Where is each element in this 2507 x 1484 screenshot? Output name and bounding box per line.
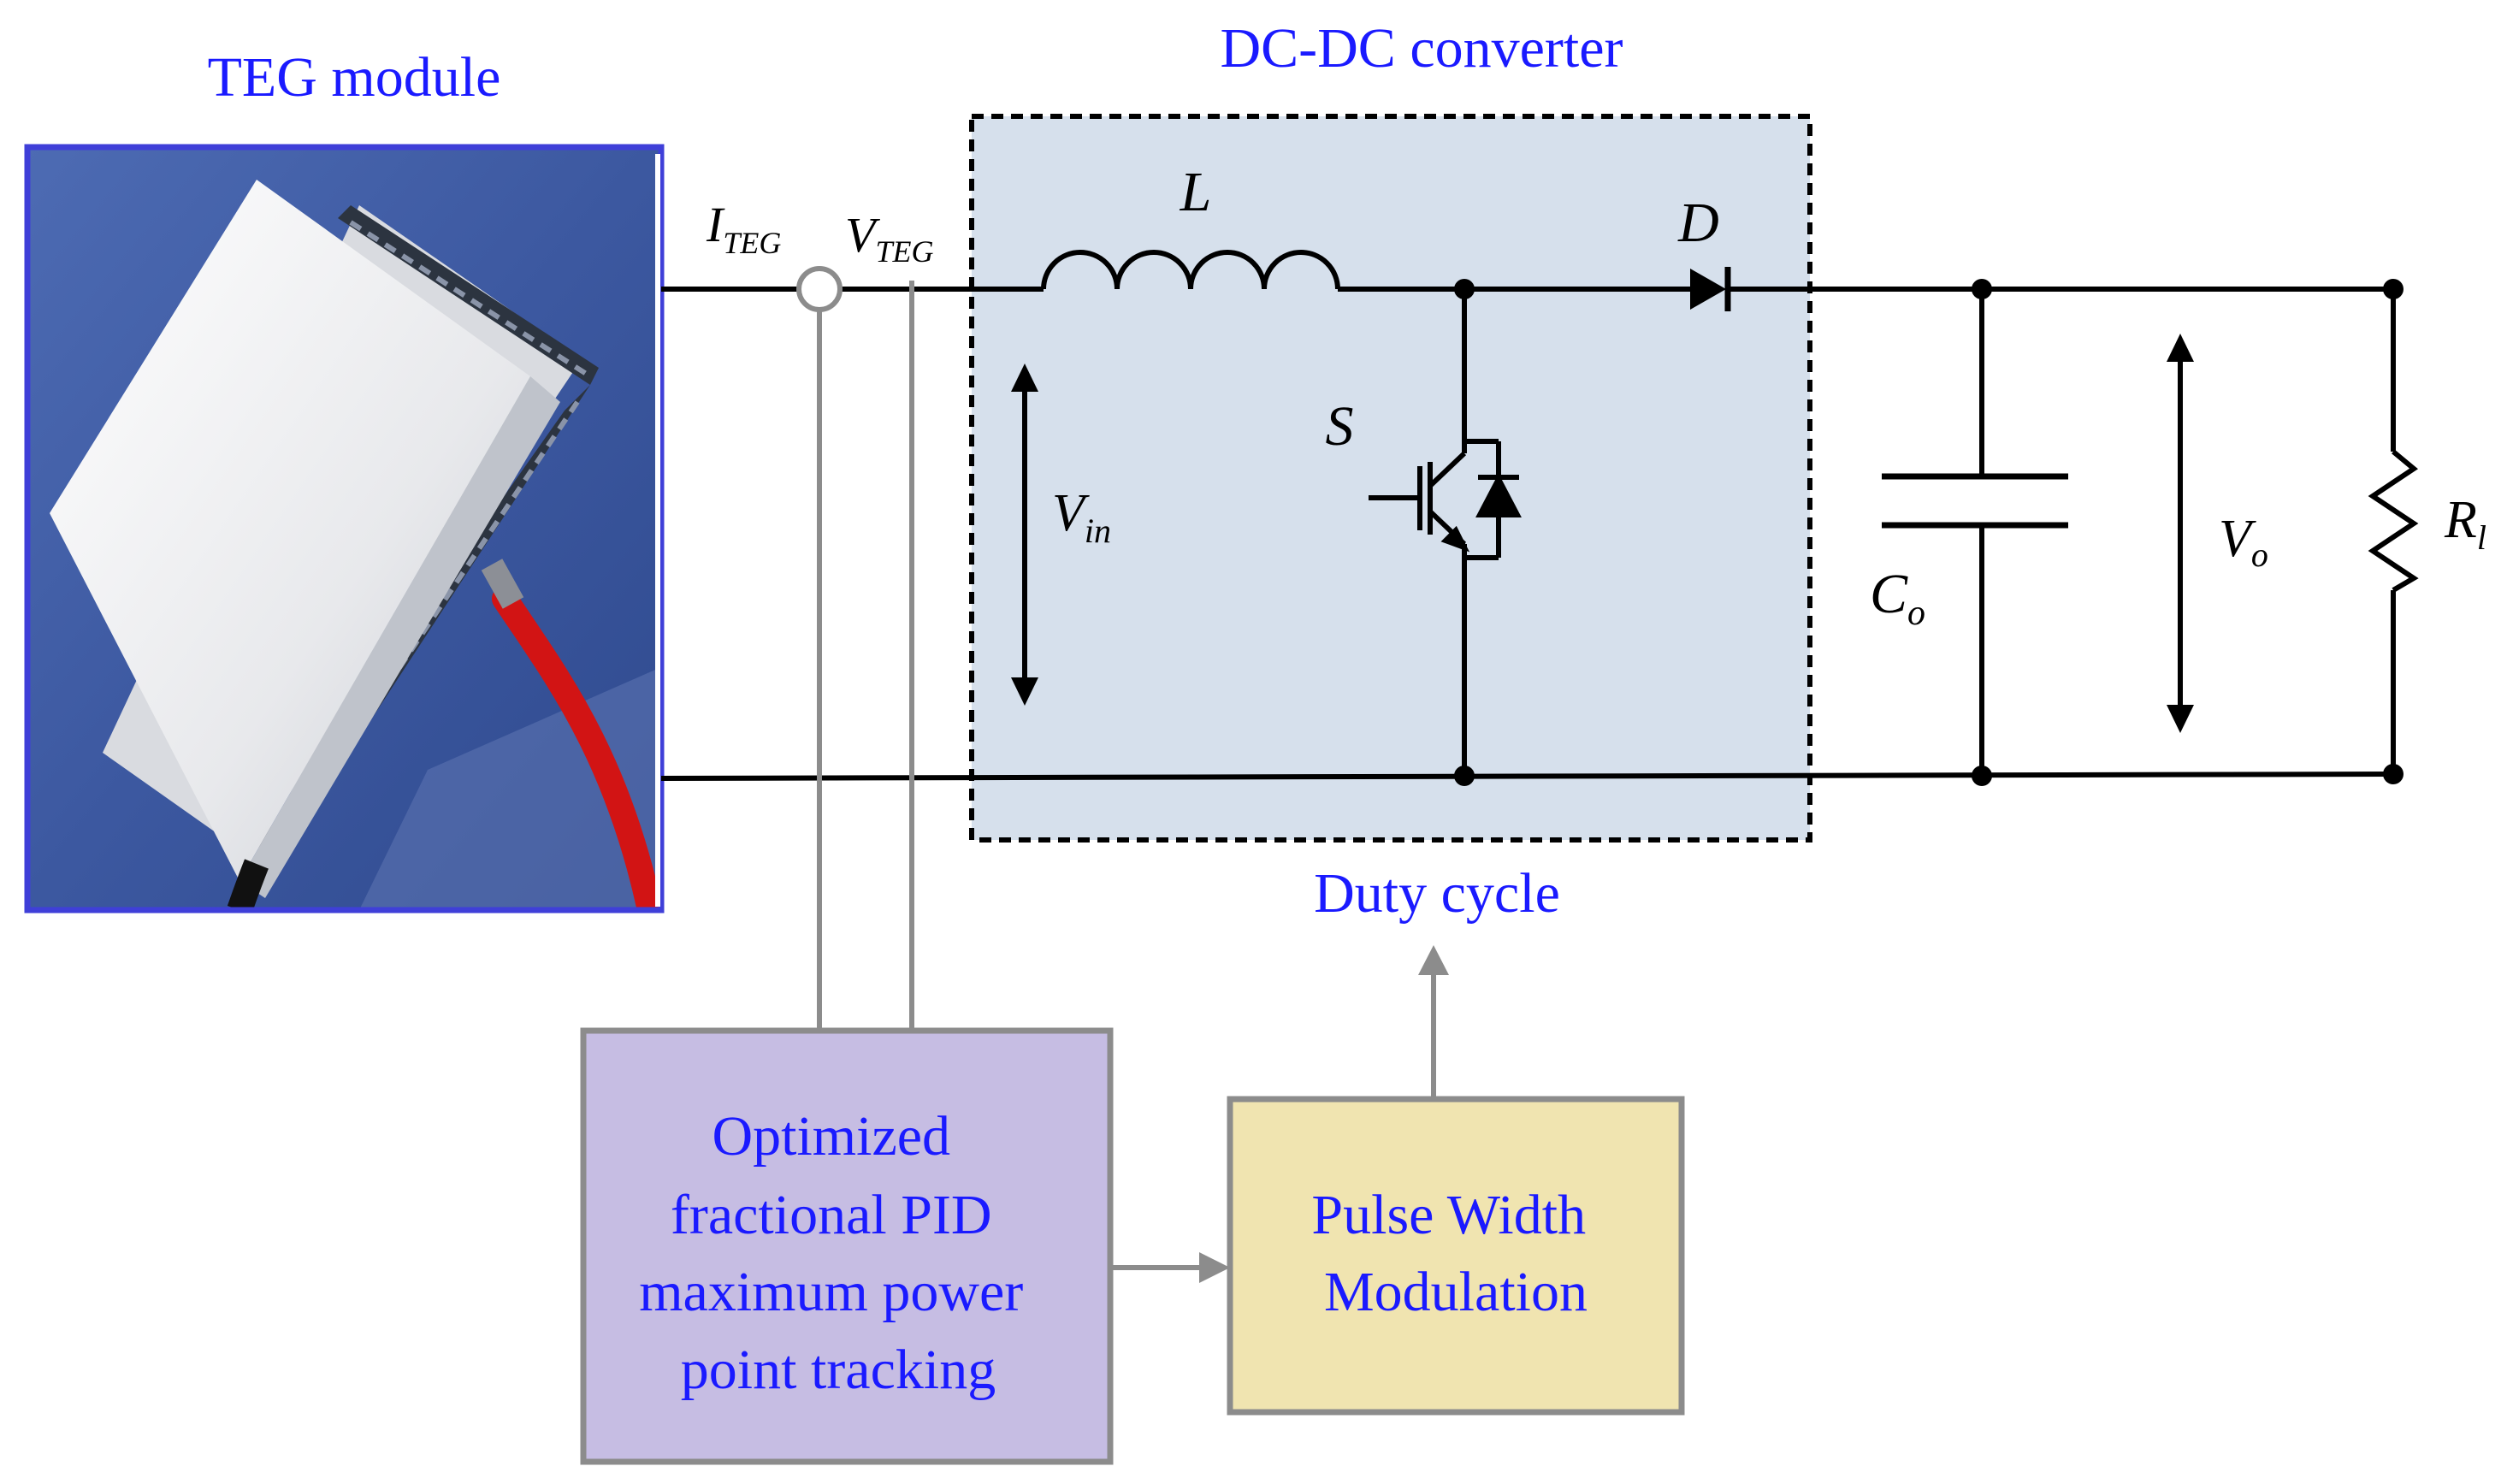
v-teg-label: VTEG — [845, 207, 933, 269]
teg-module-photo — [24, 144, 665, 913]
vin-label: Vin — [1052, 484, 1111, 550]
switch-label: S — [1326, 395, 1354, 458]
mppt-to-pwm-arrow — [1199, 1252, 1230, 1283]
i-teg-label: ITEG — [706, 197, 781, 260]
dcdc-converter-title: DC-DC converter — [1220, 17, 1623, 80]
mppt-block-text: Optimized fractional PID maximum power p… — [639, 1105, 1038, 1401]
vo-arrow — [2167, 334, 2194, 733]
load-resistor-icon — [2368, 449, 2419, 593]
mppt-block — [580, 1027, 1114, 1465]
capacitor-icon — [1882, 473, 2068, 529]
diode-label: D — [1677, 192, 1719, 254]
teg-module-title: TEG module — [208, 46, 501, 109]
rl-label: Rl — [2444, 491, 2486, 557]
current-sensor-icon — [796, 266, 843, 312]
pwm-block-text: Pulse Width Modulation — [1311, 1184, 1599, 1323]
inductor-label: L — [1180, 161, 1212, 223]
signal-lines — [817, 281, 1436, 1270]
dcdc-converter-box — [969, 114, 1812, 843]
power-wiring — [660, 250, 2396, 781]
pwm-to-duty-arrow — [1418, 945, 1449, 975]
co-label: Co — [1870, 563, 1925, 633]
diode-icon — [1690, 267, 1731, 311]
pwm-block — [1227, 1096, 1685, 1416]
duty-cycle-label: Duty cycle — [1314, 862, 1560, 925]
junction-dots — [1454, 279, 2404, 786]
vo-label: Vo — [2219, 510, 2268, 574]
vin-arrow — [1011, 364, 1038, 706]
igbt-switch-icon — [1369, 439, 1522, 560]
